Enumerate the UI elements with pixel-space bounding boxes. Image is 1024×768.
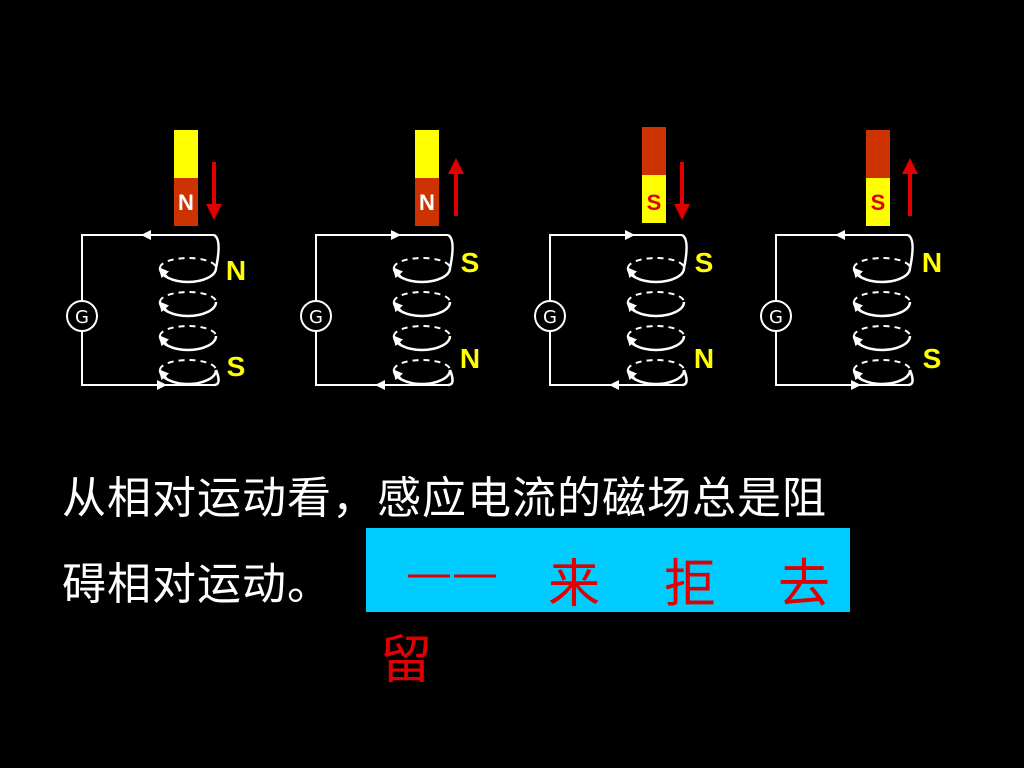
coil-front-arc xyxy=(158,369,218,386)
answer-liu: 留 xyxy=(380,631,433,691)
magnet-top-half xyxy=(415,130,439,178)
coil-current-arrow xyxy=(626,301,638,313)
coil-current-arrow xyxy=(626,267,638,279)
galvanometer-label: G xyxy=(309,307,323,328)
answer-qu: 去 xyxy=(778,555,831,615)
coil-back-arc xyxy=(627,257,685,269)
coil-top-pole-label: S xyxy=(695,247,714,278)
coil-back-arc xyxy=(393,325,451,337)
magnet-pole-label: N xyxy=(419,190,435,215)
coil-current-arrow xyxy=(852,335,864,347)
magnet-top-half xyxy=(866,130,890,178)
galvanometer-label: G xyxy=(75,307,89,328)
coil-front-arc xyxy=(852,267,912,284)
panel-4: S xyxy=(866,130,918,226)
coil-current-arrow xyxy=(626,369,638,381)
answer-lai: 来 xyxy=(548,555,601,615)
coil-back-arc xyxy=(159,257,217,269)
coil-current-arrow xyxy=(626,335,638,347)
coil-back-arc xyxy=(627,291,685,303)
coil-back-arc xyxy=(853,257,911,269)
coil-back-arc xyxy=(159,359,217,371)
coil-lead-bottom xyxy=(213,369,220,387)
galvanometer-icon xyxy=(300,300,332,332)
coil-lead-bottom xyxy=(907,369,914,387)
coil-bottom-pole-label: N xyxy=(460,343,480,374)
coil-top-pole-label: N xyxy=(226,255,246,286)
magnet-top-half xyxy=(174,130,198,178)
coil-front-arc xyxy=(158,335,218,352)
galvanometer-label: G xyxy=(769,307,783,328)
coil-current-arrow xyxy=(392,369,404,381)
coil-bottom-pole-label: N xyxy=(694,343,714,374)
coil-bottom-pole-label: S xyxy=(923,343,942,374)
coil-lead-top xyxy=(213,233,220,269)
coil-front-arc xyxy=(392,301,452,318)
coil-current-arrow xyxy=(158,335,170,347)
galvanometer-label: G xyxy=(543,307,557,328)
coil-current-arrow xyxy=(392,301,404,313)
coil-front-arc xyxy=(392,267,452,284)
answer-box xyxy=(366,528,850,612)
coil-current-arrow xyxy=(158,267,170,279)
coil-bottom-pole-label: S xyxy=(227,351,246,382)
magnet-bottom-half xyxy=(866,178,890,226)
coil-front-arc xyxy=(392,369,452,386)
coil-back-arc xyxy=(393,257,451,269)
caption-line-1: 从相对运动看，感应电流的磁场总是阻 xyxy=(62,473,827,524)
magnet-pole-label: S xyxy=(871,190,886,215)
magnet-pole-label: S xyxy=(647,190,662,215)
coil-front-arc xyxy=(158,301,218,318)
galvanometer-icon xyxy=(66,300,98,332)
panel-1: N xyxy=(174,130,222,226)
coil-back-arc xyxy=(393,291,451,303)
coil-lead-bottom xyxy=(447,369,454,387)
answer-dash: —— xyxy=(406,545,498,599)
coil-current-arrow xyxy=(392,267,404,279)
coil-current-arrow xyxy=(852,301,864,313)
magnet-bottom-half xyxy=(415,178,439,226)
coil-current-arrow xyxy=(392,335,404,347)
coil-current-arrow xyxy=(158,369,170,381)
coil-back-arc xyxy=(159,325,217,337)
coil-top-pole-label: N xyxy=(922,247,942,278)
coil-back-arc xyxy=(159,291,217,303)
coil-lead-bottom xyxy=(681,369,688,387)
magnet-bottom-half xyxy=(174,178,198,226)
coil-back-arc xyxy=(853,291,911,303)
coil-current-arrow xyxy=(852,267,864,279)
coil-front-arc xyxy=(852,301,912,318)
induction-diagram: N N S S G G G G N S S N S N N S xyxy=(66,127,942,390)
coil-lead-top xyxy=(447,233,454,269)
coil-back-arc xyxy=(627,325,685,337)
coil-current-arrow xyxy=(852,369,864,381)
caption-line-2: 碍相对运动。 xyxy=(62,559,332,610)
coil-lead-top xyxy=(907,233,914,269)
coil-back-arc xyxy=(393,359,451,371)
galvanometer-icon xyxy=(760,300,792,332)
coil-top-pole-label: S xyxy=(461,247,480,278)
magnet-top-half xyxy=(642,127,666,175)
coil-back-arc xyxy=(853,325,911,337)
coil-front-arc xyxy=(626,335,686,352)
panel-3: S xyxy=(642,127,690,223)
magnet-bottom-half xyxy=(642,175,666,223)
panel-2: N xyxy=(415,130,464,226)
coil-front-arc xyxy=(626,301,686,318)
coil-front-arc xyxy=(626,267,686,284)
magnet-pole-label: N xyxy=(178,190,194,215)
coil-back-arc xyxy=(627,359,685,371)
coil-front-arc xyxy=(392,335,452,352)
coil-front-arc xyxy=(158,267,218,284)
answer-ju: 拒 xyxy=(664,555,717,615)
coil-front-arc xyxy=(852,369,912,386)
coil-lead-top xyxy=(681,233,688,269)
coil-front-arc xyxy=(626,369,686,386)
coil-current-arrow xyxy=(158,301,170,313)
coil-back-arc xyxy=(853,359,911,371)
coil-front-arc xyxy=(852,335,912,352)
galvanometer-icon xyxy=(534,300,566,332)
